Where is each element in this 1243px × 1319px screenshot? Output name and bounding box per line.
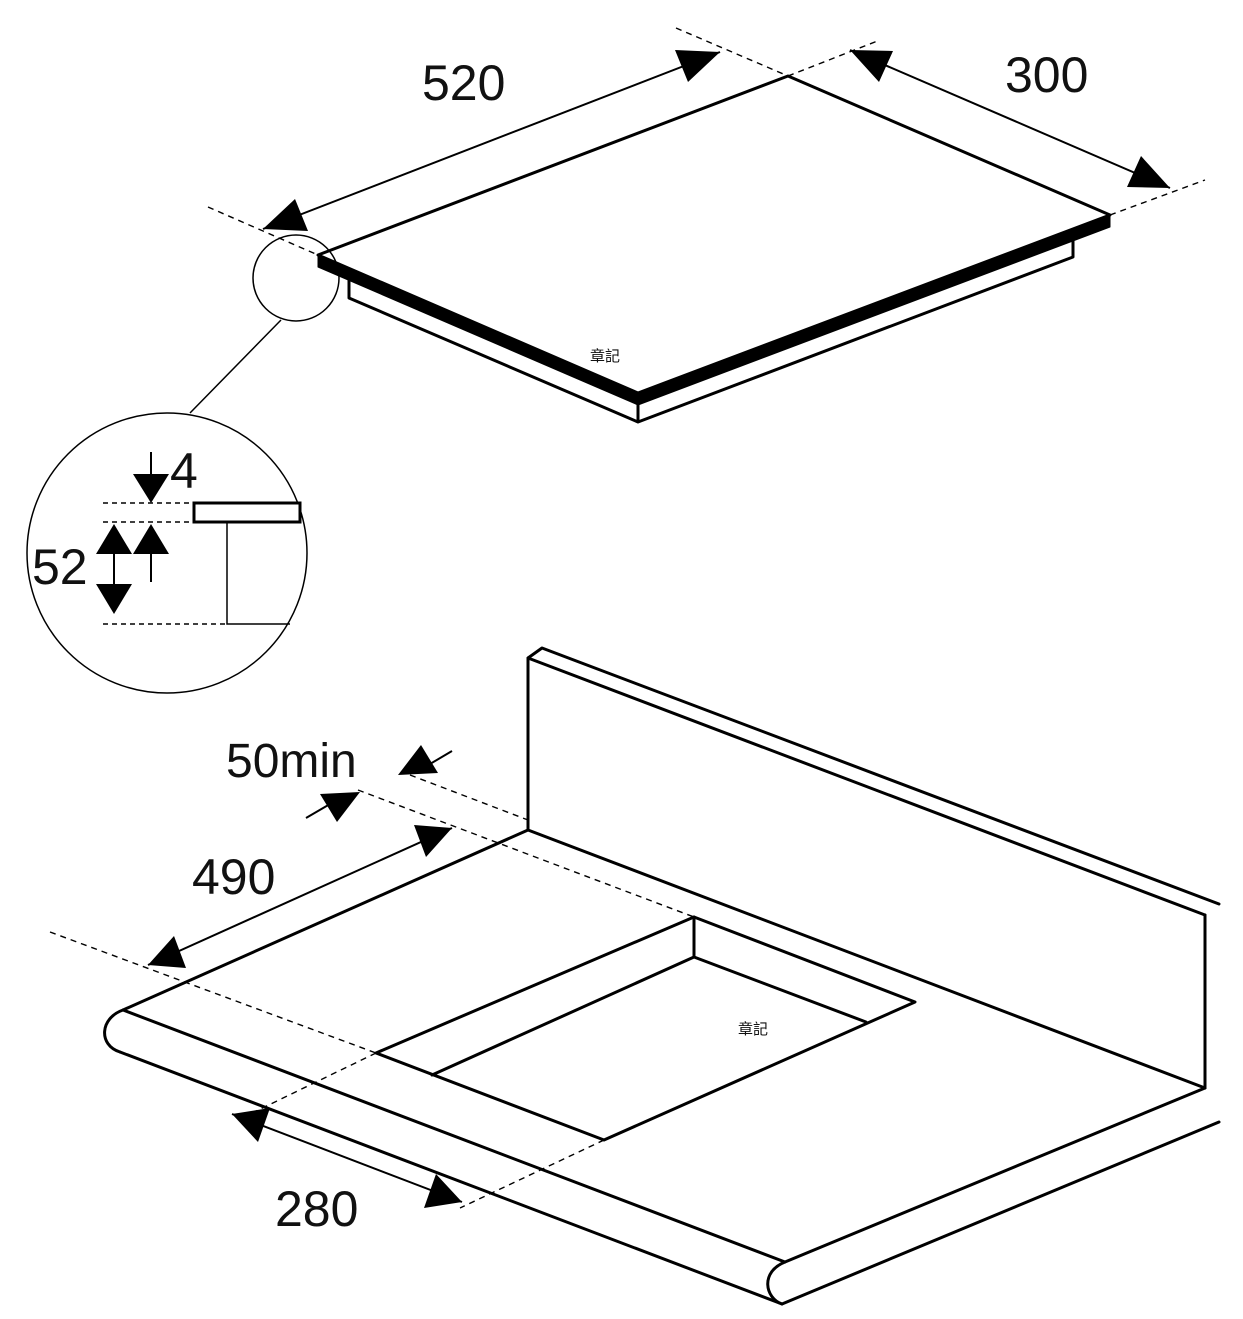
hob-width-label: 520 bbox=[422, 55, 505, 111]
hob-watermark: 章記 bbox=[590, 347, 620, 365]
hob-width-arrow-right bbox=[675, 50, 720, 82]
body-height-arrow-up bbox=[96, 524, 132, 554]
worktop-rounded-front-right bbox=[766, 1260, 787, 1306]
callout-leader-line bbox=[189, 319, 282, 414]
clearance-label: 50min bbox=[226, 735, 357, 788]
detail-body-section bbox=[226, 522, 290, 625]
clearance-arrow-top bbox=[398, 745, 438, 775]
hob-width-dimension-line bbox=[262, 51, 721, 230]
large-detail-circle bbox=[26, 412, 308, 694]
worktop-right-edge bbox=[783, 1086, 1207, 1264]
hob-depth-arrow-top bbox=[850, 50, 893, 82]
hob-depth-arrow-bottom bbox=[1127, 156, 1170, 188]
detail-profile bbox=[192, 501, 302, 625]
cutout-width-label: 490 bbox=[192, 849, 275, 905]
hob-drawing bbox=[316, 74, 1112, 424]
hob-glass-edge-right bbox=[637, 214, 1111, 406]
clearance-arrow-bottom bbox=[320, 792, 360, 822]
worktop-cutout bbox=[374, 915, 917, 1142]
backsplash-panel bbox=[526, 646, 1221, 906]
glass-thickness-arrow-down bbox=[133, 474, 169, 503]
hob-depth-label: 300 bbox=[1005, 47, 1088, 103]
cutout-depth-arrow-left bbox=[232, 1108, 270, 1142]
cutout-depth-arrow-right bbox=[424, 1174, 462, 1208]
worktop-front-top-edge bbox=[121, 1008, 787, 1264]
worktop-back-left-edge bbox=[121, 828, 530, 1012]
cutout-depth-dimension-line bbox=[231, 1113, 463, 1203]
hob-extension-lines bbox=[207, 27, 1206, 256]
worktop-watermark: 章記 bbox=[738, 1020, 768, 1038]
small-detail-circle bbox=[252, 234, 340, 322]
worktop-front-bottom-edge bbox=[118, 1050, 784, 1306]
cutout-width-arrow-left bbox=[148, 936, 186, 968]
glass-thickness-arrow-up bbox=[133, 524, 169, 554]
glass-thickness-label: 4 bbox=[170, 443, 198, 499]
detail-callout bbox=[26, 234, 340, 694]
hob-depth-dimension-line bbox=[849, 49, 1171, 189]
worktop-drawing bbox=[103, 646, 1221, 1306]
detail-glass-section bbox=[192, 501, 302, 524]
body-height-label: 52 bbox=[32, 539, 88, 595]
hob-glass-top bbox=[316, 74, 1112, 395]
cutout-depth-label: 280 bbox=[275, 1181, 358, 1237]
worktop-extension-lines bbox=[49, 774, 695, 1209]
detail-reference-lines bbox=[103, 502, 227, 625]
hob-width-arrow-left bbox=[263, 199, 308, 231]
cutout-width-arrow-right bbox=[414, 825, 452, 857]
body-height-arrow-down bbox=[96, 584, 132, 614]
cutout-width-dimension-line bbox=[147, 827, 453, 966]
worktop-rounded-front-left bbox=[103, 1008, 125, 1054]
